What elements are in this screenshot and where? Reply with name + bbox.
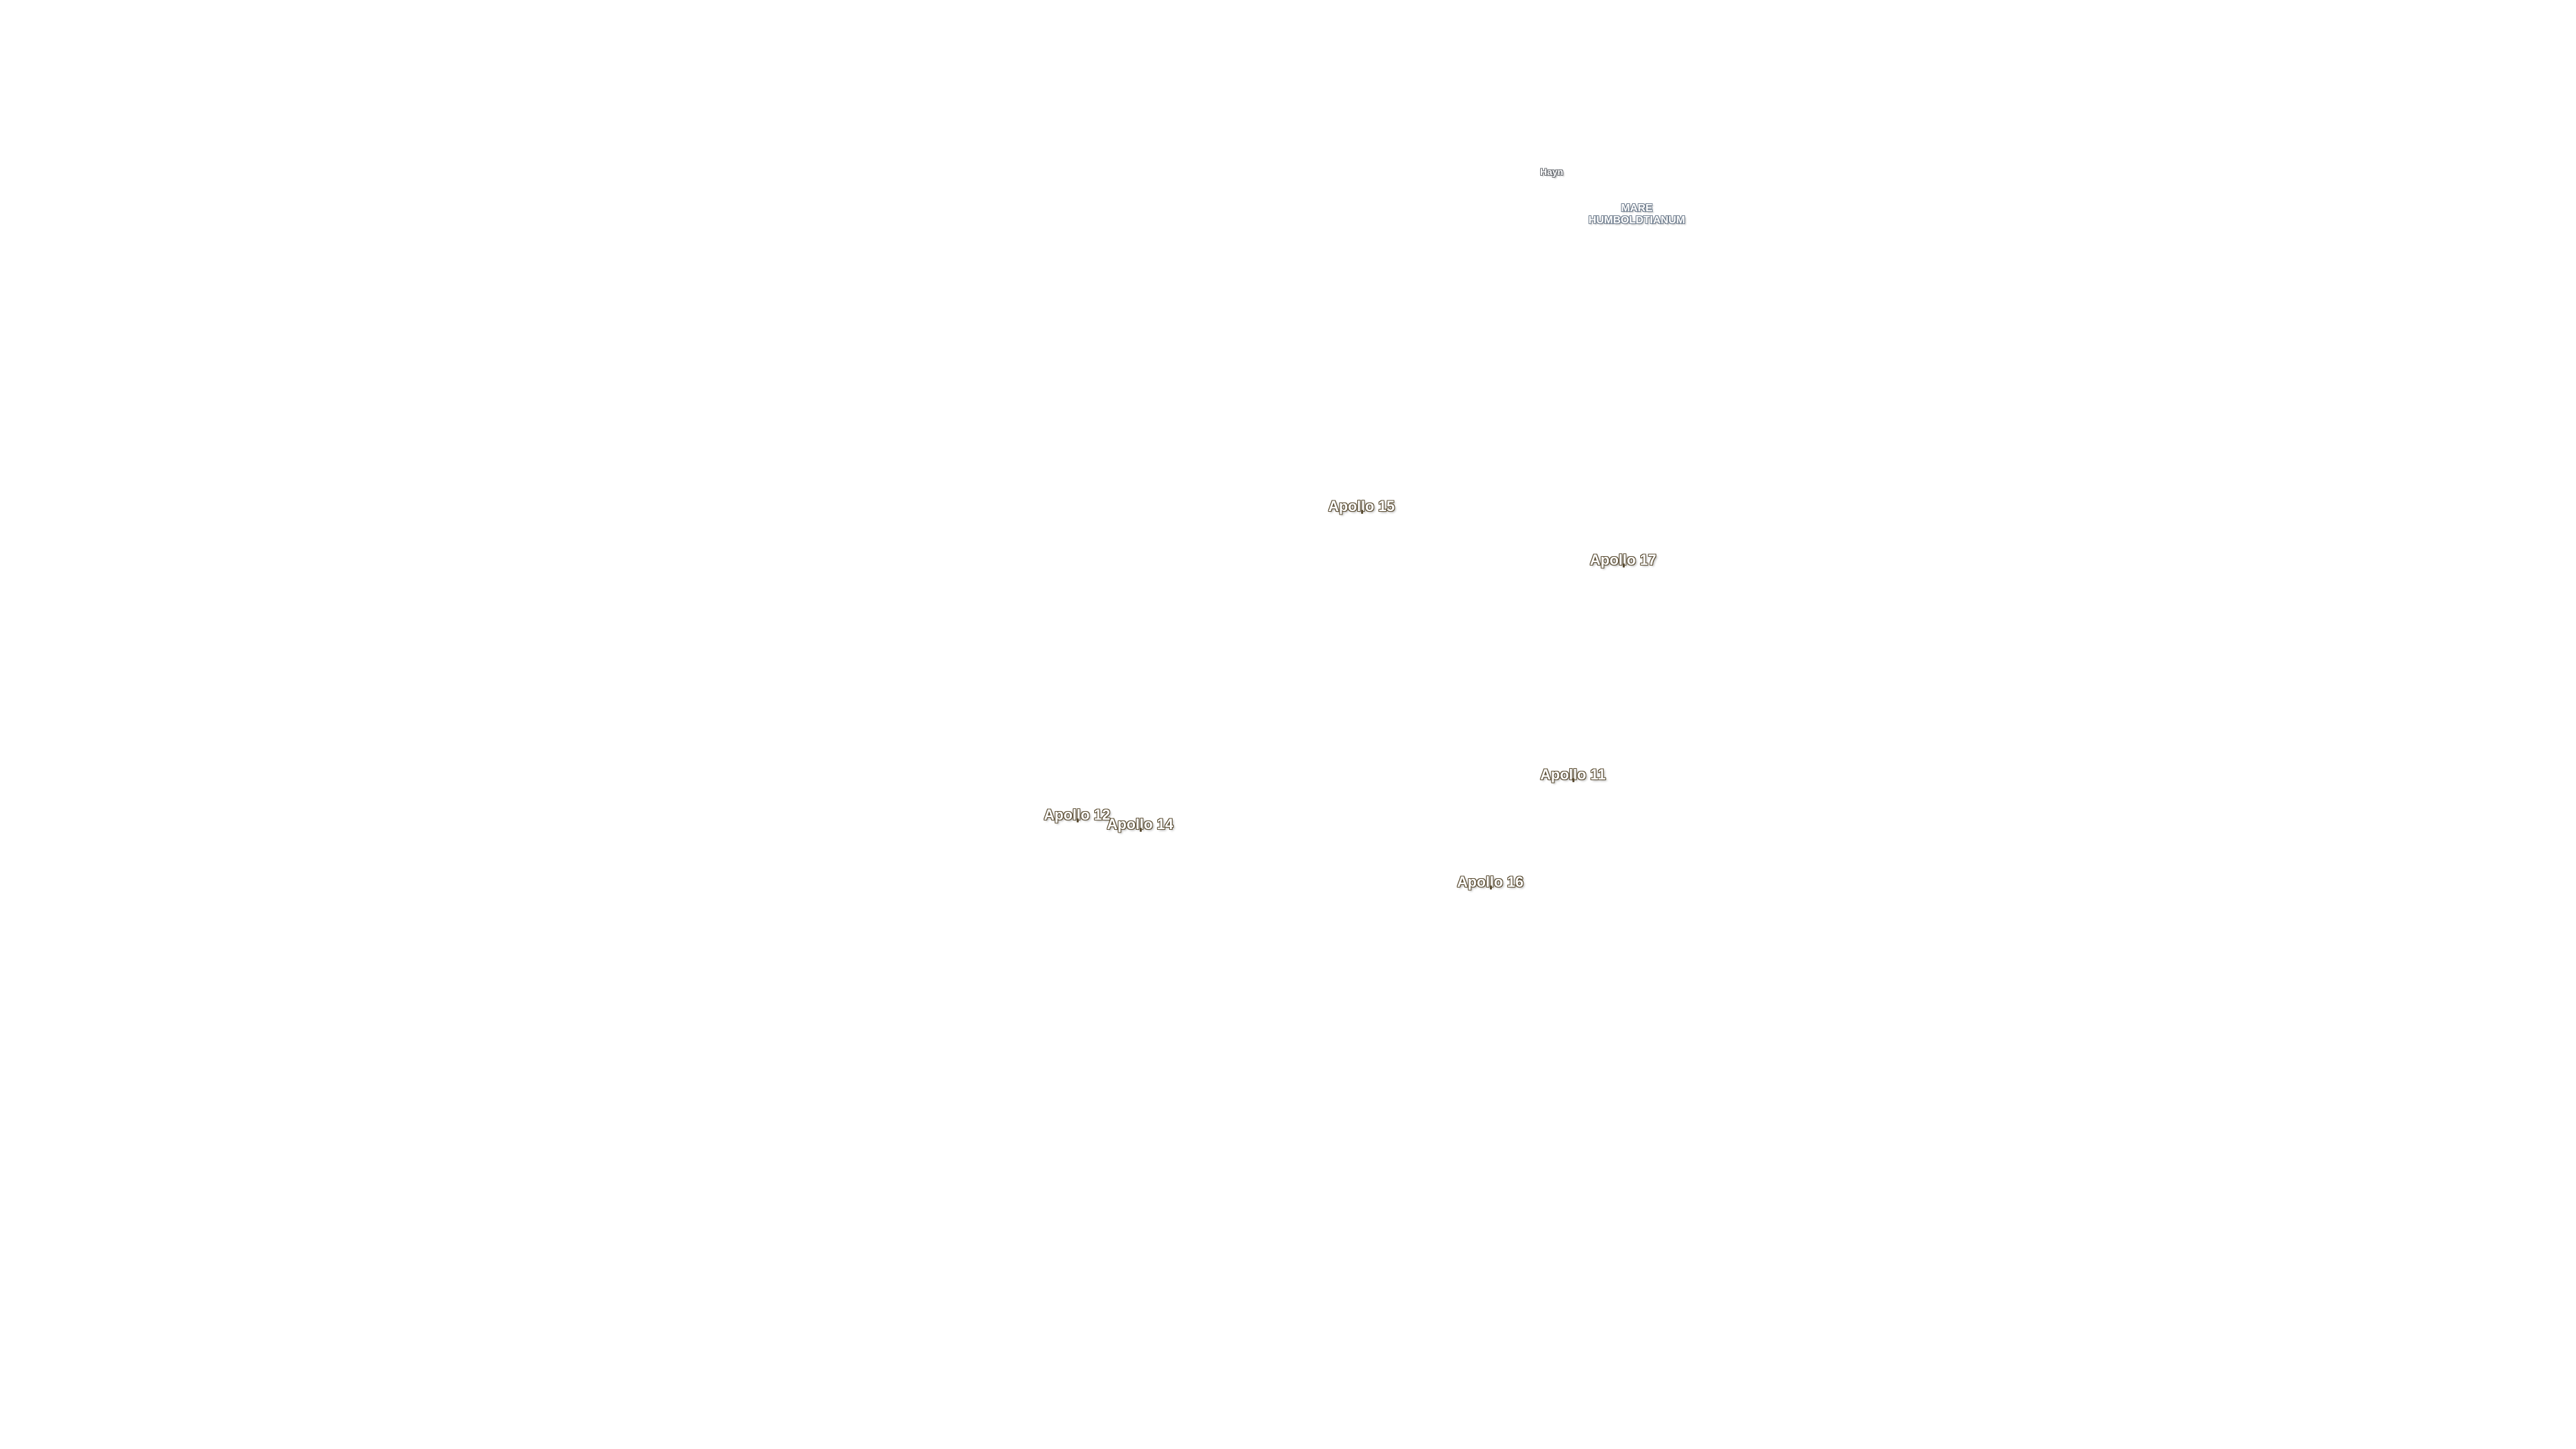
landing-site-marker-icon bbox=[1360, 510, 1363, 514]
landing-site-marker-icon bbox=[1489, 885, 1492, 890]
apollo-17-label[interactable]: Apollo 17 bbox=[1590, 551, 1656, 569]
mare-label-humboldtianum[interactable]: MARE HUMBOLDTIANUM bbox=[1589, 203, 1685, 227]
crater-label-hayn[interactable]: Hayn bbox=[1540, 166, 1564, 177]
apollo-15-label[interactable]: Apollo 15 bbox=[1328, 498, 1395, 515]
apollo-12-label[interactable]: Apollo 12 bbox=[1044, 806, 1110, 824]
apollo-16-label[interactable]: Apollo 16 bbox=[1457, 873, 1523, 891]
apollo-14-label[interactable]: Apollo 14 bbox=[1107, 816, 1173, 833]
landing-site-marker-icon bbox=[1139, 828, 1142, 832]
landing-site-marker-icon bbox=[1076, 818, 1079, 822]
mare-label-line-2: HUMBOLDTIANUM bbox=[1589, 215, 1685, 226]
landing-site-marker-icon bbox=[1622, 564, 1625, 568]
apollo-11-label[interactable]: Apollo 11 bbox=[1540, 766, 1606, 784]
landing-site-marker-icon bbox=[1572, 778, 1574, 782]
mare-label-line-1: MARE bbox=[1621, 203, 1653, 214]
